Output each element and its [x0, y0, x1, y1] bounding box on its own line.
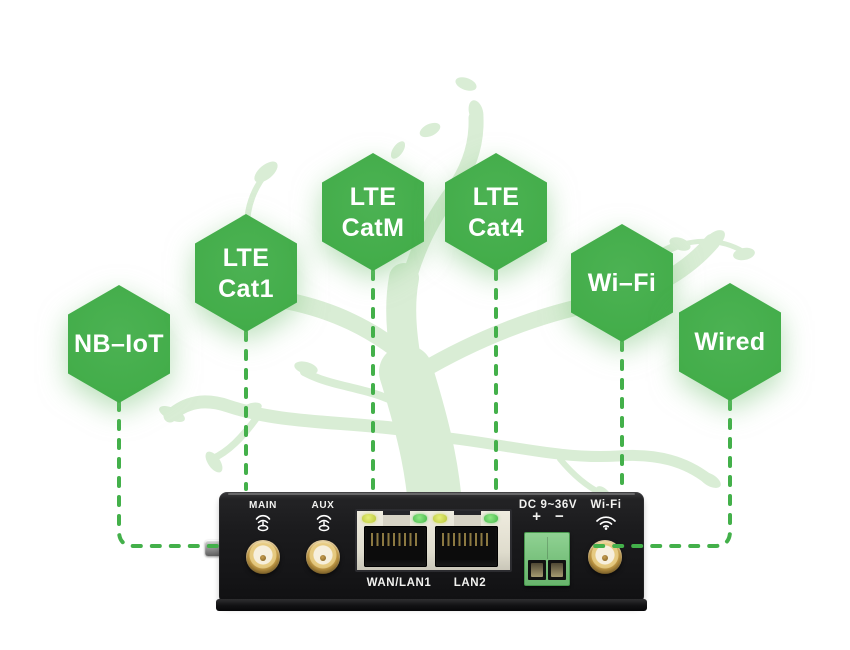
antenna-icon: [255, 514, 271, 532]
wan-lan1-label: WAN/LAN1: [366, 577, 432, 589]
wifi-antenna-connector: [588, 540, 622, 574]
plus-sign: +: [532, 508, 541, 525]
ethernet-port-block: [355, 509, 512, 572]
power-terminal-block: [524, 532, 570, 586]
badge-lte-cat4: LTE Cat4: [445, 153, 547, 271]
lan2-label: LAN2: [453, 577, 487, 589]
hexagon-shape: NB–IoT: [68, 285, 170, 403]
ethernet-port-lan2: [435, 526, 498, 567]
badge-label-line: CatM: [341, 213, 405, 242]
badge-label-line: LTE: [222, 243, 270, 272]
power-label: DC 9~36V: [518, 499, 578, 511]
wifi-icon: [596, 516, 616, 530]
main-port-label: MAIN: [249, 500, 277, 511]
terminal-hole: [548, 560, 566, 580]
led-indicator: [484, 514, 498, 523]
badge-lte-catm: LTE CatM: [322, 153, 424, 271]
badge-nb-iot: NB–IoT: [68, 285, 170, 403]
badge-label-line: Cat1: [218, 274, 274, 303]
hexagon-shape: LTE Cat1: [195, 214, 297, 332]
minus-sign: −: [555, 508, 564, 525]
hexagon-shape: LTE CatM: [322, 153, 424, 271]
led-indicator: [413, 514, 427, 523]
badge-wired: Wired: [679, 283, 781, 401]
badge-label-line: Wi–Fi: [587, 269, 657, 297]
led-indicator: [362, 514, 376, 523]
power-polarity-label: + −: [507, 508, 589, 525]
badge-label-line: LTE: [472, 182, 520, 211]
badge-label-line: NB–IoT: [74, 330, 164, 358]
rj45-latch-tab: [383, 511, 410, 528]
badge-wifi: Wi–Fi: [571, 224, 673, 342]
terminal-hole: [528, 560, 546, 580]
hexagon-shape: Wi–Fi: [571, 224, 673, 342]
main-antenna-connector: [246, 540, 280, 574]
wifi-port-label: Wi-Fi: [590, 499, 622, 511]
rj45-latch-tab: [454, 511, 481, 528]
hexagon-shape: LTE Cat4: [445, 153, 547, 271]
badge-label-line: Wired: [694, 328, 766, 356]
badge-lte-cat1: LTE Cat1: [195, 214, 297, 332]
antenna-icon: [316, 514, 332, 532]
hexagon-shape: Wired: [679, 283, 781, 401]
device-panel: MAIN AUX WAN/LAN1 LAN2 DC 9~36V + − Wi-F…: [216, 492, 647, 611]
aux-antenna-connector: [306, 540, 340, 574]
led-indicator: [433, 514, 447, 523]
ethernet-port-wan-lan1: [364, 526, 427, 567]
badge-label-line: Cat4: [468, 213, 524, 242]
badge-label-line: LTE: [349, 182, 397, 211]
aux-port-label: AUX: [311, 500, 335, 511]
